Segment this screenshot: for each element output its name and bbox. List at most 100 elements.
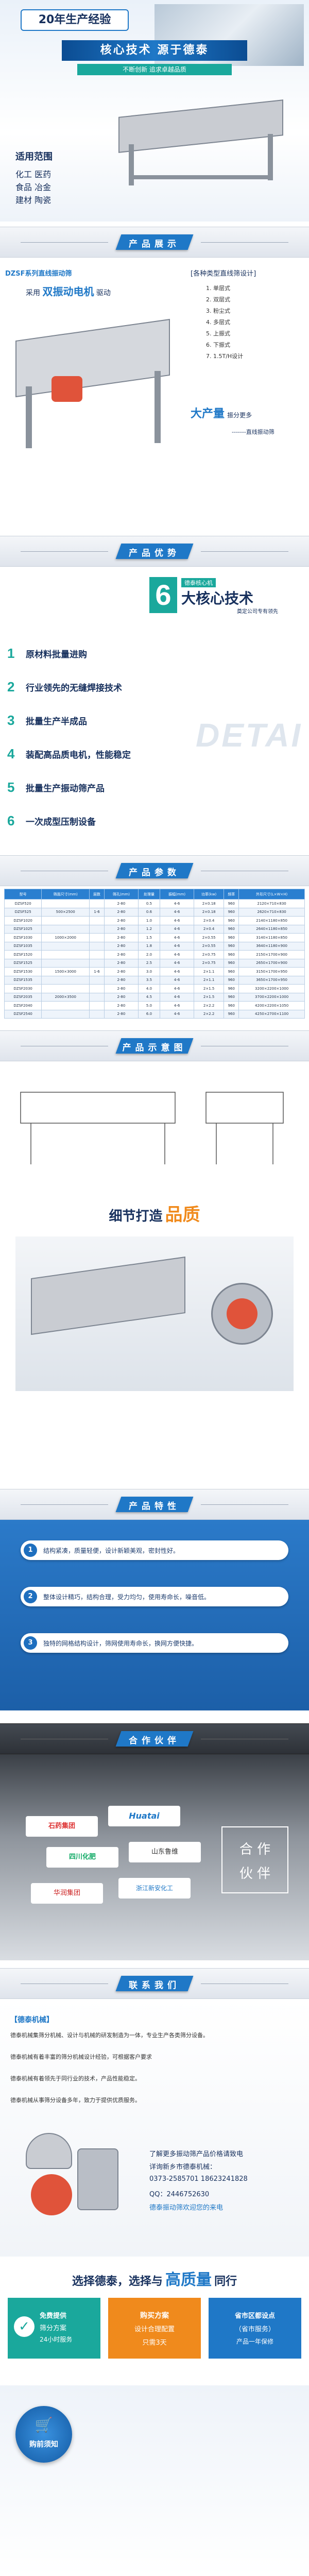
option-item: 6. 下振式 [206,342,230,348]
intro-para: 德泰机械有着丰富的筛分机械设计经验，可根据客户要求 [10,2054,152,2060]
spec-cell: 0.6 [138,907,161,917]
service-card[interactable]: 省市区都设点 （省市服务） 产品一年保修 [209,2298,301,2359]
spec-cell: 4-6 [160,1001,194,1010]
partner-logo: 浙江新安化工 [118,1878,191,1899]
contact-phone[interactable]: 0373-2585701 18623241828 [149,2175,248,2183]
spec-header-cell: 处理量 [138,889,161,900]
spec-header-cell: 外形尺寸(L×W×H) [238,889,305,900]
section-title-partners: 合作伙伴 [0,1723,309,1754]
service-line-3: 产品一年保修 [236,2338,273,2345]
spec-cell: 6.0 [138,1009,161,1019]
feature-row: 2 整体设计精巧，结构合理，受力均匀，使用寿命长，噪音低。 [21,1587,288,1606]
section3-title: 产品参数 [129,868,180,878]
spec-cell [41,941,90,951]
spec-cell: DZSF1020 [4,916,42,925]
spec-cell [89,984,105,993]
diagram-section: 细节打造 品质 [0,1061,309,1432]
capacity-suffix: 振分更多 [227,412,252,419]
service-line-3: 只需3天 [142,2339,167,2347]
advantages-section: 6 德泰核心机 大核心技术 奠定公司专有领先 1 原材料批量进购 2 行业领先的… [0,567,309,866]
spec-cell: 3140×1180×850 [238,933,305,942]
option-item: 1. 单层式 [206,285,230,292]
service-card[interactable]: 购买方案 设计合理配置 只需3天 [108,2298,201,2359]
feature-num: 1 [24,1544,37,1557]
spec-header-cell: 频率 [224,889,239,900]
partner-logo: 山东鲁维 [129,1842,201,1862]
advantage-label: 行业领先的无缝焊接技术 [26,683,122,693]
spec-table: 型号 筛面尺寸(mm) 层数 筛孔(mm) 处理量 振幅(mm) 功率(kw) … [4,889,305,1019]
spec-cell: 2×0.75 [193,958,225,968]
advantage-item: 2 行业领先的无缝焊接技术 [7,677,224,696]
advantage-num: 6 [7,812,15,828]
check-icon: ✓ [14,2316,35,2337]
spec-cell: 3640×1180×900 [238,941,305,951]
buy-notice-badge[interactable]: 🛒 购前须知 [15,2406,72,2463]
spec-header-row: 型号 筛面尺寸(mm) 层数 筛孔(mm) 处理量 振幅(mm) 功率(kw) … [4,889,305,900]
spec-cell [41,1009,90,1019]
capacity-prefix: 大产量 [191,408,225,420]
section4-title: 产品示意图 [122,1043,187,1053]
spec-header-cell: 筛孔(mm) [104,889,139,900]
section7-title: 联系我们 [129,1980,180,1991]
advantage-label: 原材料批量进购 [26,649,87,660]
spec-cell [41,950,90,959]
series-name: DZSF系列直线振动筛 [5,270,72,278]
spec-cell: 960 [224,899,239,908]
spec-cell [41,984,90,993]
buy-notice-label: 购前须知 [29,2441,58,2449]
spec-cell [41,1001,90,1010]
spec-cell: 2120×710×830 [238,899,305,908]
spec-cell: DZSF2035 [4,992,42,1002]
section-title-diagram: 产品示意图 [0,1030,309,1061]
spec-cell: 4-6 [160,899,194,908]
spec-cell: 3.5 [138,975,161,985]
spec-header-cell: 筛面尺寸(mm) [41,889,90,900]
feature-text: 结构紧凑，质量轻便，设计新颖美观，密封性好。 [43,1547,180,1554]
spec-cell: 4-6 [160,1009,194,1019]
spec-cell: 2×0.75 [193,950,225,959]
spec-cell: 2620×710×830 [238,907,305,917]
spec-cell: DZSF1035 [4,941,42,951]
spec-cell [89,933,105,942]
detail-strong: 品质 [165,1205,200,1225]
product-machine-image [10,309,180,459]
intro-para: 德泰机械从事筛分设备多年，致力于提供优质服务。 [10,2097,141,2104]
cart-icon: 🛒 [35,2416,53,2433]
advantage-label: 装配高品质电机，性能稳定 [26,750,131,760]
spec-cell: 1-6 [89,907,105,917]
hero-machine-image [118,98,288,191]
spec-cell: 2×2.2 [193,1001,225,1010]
tech-big: 大核心技术 [181,590,254,607]
service-line-2: 设计合理配置 [134,2326,175,2333]
spec-header-cell: 层数 [89,889,105,900]
spec-cell: 4-6 [160,933,194,942]
spec-cell [89,958,105,968]
advantage-num: 1 [7,645,15,661]
spec-cell: 4250×2700×1100 [238,1009,305,1019]
spec-cell: 960 [224,941,239,951]
contact-qq[interactable]: QQ：2446752630 [149,2191,210,2198]
spec-cell [89,916,105,925]
slogan-part-3: 同行 [214,2275,237,2288]
spec-cell: 3700×2200×1000 [238,992,305,1002]
spec-cell: 2-80 [104,950,139,959]
slogan-line: 选择德泰，选择与 高质量 同行 [0,2267,309,2290]
spec-cell: 960 [224,984,239,993]
spec-cell [89,941,105,951]
section-title-features: 产品特性 [0,1489,309,1520]
spec-cell: 960 [224,975,239,985]
spec-cell: 2140×1180×850 [238,916,305,925]
advantage-item: 4 装配高品质电机，性能稳定 [7,744,224,763]
service-card[interactable]: ✓ 免费提供 筛分方案 24小时服务 [8,2298,100,2359]
contact-lead: 了解更多振动筛产品价格请致电 [149,2150,244,2158]
spec-cell: DZSF520 [4,899,42,908]
cooperate-box: 合 作 伙 伴 [221,1826,288,1893]
service-line-1: 省市区都设点 [234,2312,275,2320]
spec-cell: 960 [224,967,239,976]
intro-para: 德泰机械有着领先于同行业的技术，产品性能稳定。 [10,2075,141,2082]
